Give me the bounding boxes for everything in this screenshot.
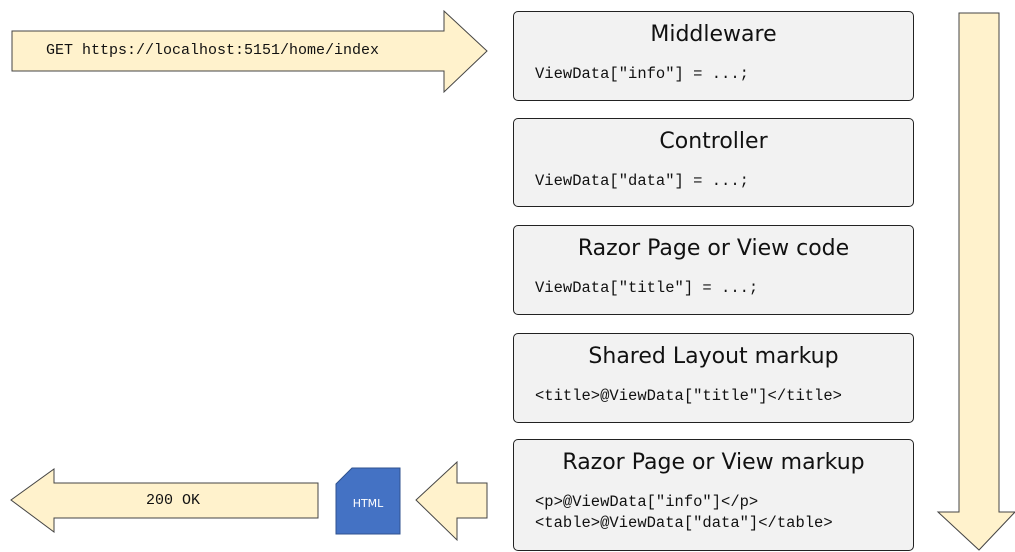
stage-title: Razor Page or View code (577, 236, 850, 261)
html-document-icon (335, 467, 401, 535)
stage-code: <p>@ViewData["info"]</p> (535, 493, 759, 511)
stage-title: Controller (659, 129, 768, 154)
response-label: 200 OK (146, 492, 201, 509)
stage-title: Shared Layout markup (588, 344, 839, 369)
pipeline-arrow (936, 12, 1015, 551)
stage-title: Middleware (650, 22, 777, 47)
stage-code: <table>@ViewData["data"]</table> (535, 514, 833, 532)
html-document-label: HTML (352, 497, 384, 510)
response-arrow (10, 468, 319, 533)
stage-view-markup: Razor Page or View markup <p>@ViewData["… (513, 439, 914, 551)
stage-controller: Controller ViewData["data"] = ...; (513, 118, 914, 207)
stage-code: ViewData["title"] = ...; (535, 279, 759, 297)
stage-shared-layout: Shared Layout markup <title>@ViewData["t… (513, 333, 914, 423)
stage-code: ViewData["data"] = ...; (535, 172, 749, 190)
stage-code: <title>@ViewData["title"]</title> (535, 387, 842, 405)
stage-view-code: Razor Page or View code ViewData["title"… (513, 225, 914, 315)
render-arrow (415, 460, 488, 542)
stage-title: Razor Page or View markup (562, 450, 865, 475)
stage-middleware: Middleware ViewData["info"] = ...; (513, 11, 914, 101)
request-arrow (11, 9, 488, 94)
request-label: GET https://localhost:5151/home/index (46, 42, 380, 59)
stage-code: ViewData["info"] = ...; (535, 65, 749, 83)
